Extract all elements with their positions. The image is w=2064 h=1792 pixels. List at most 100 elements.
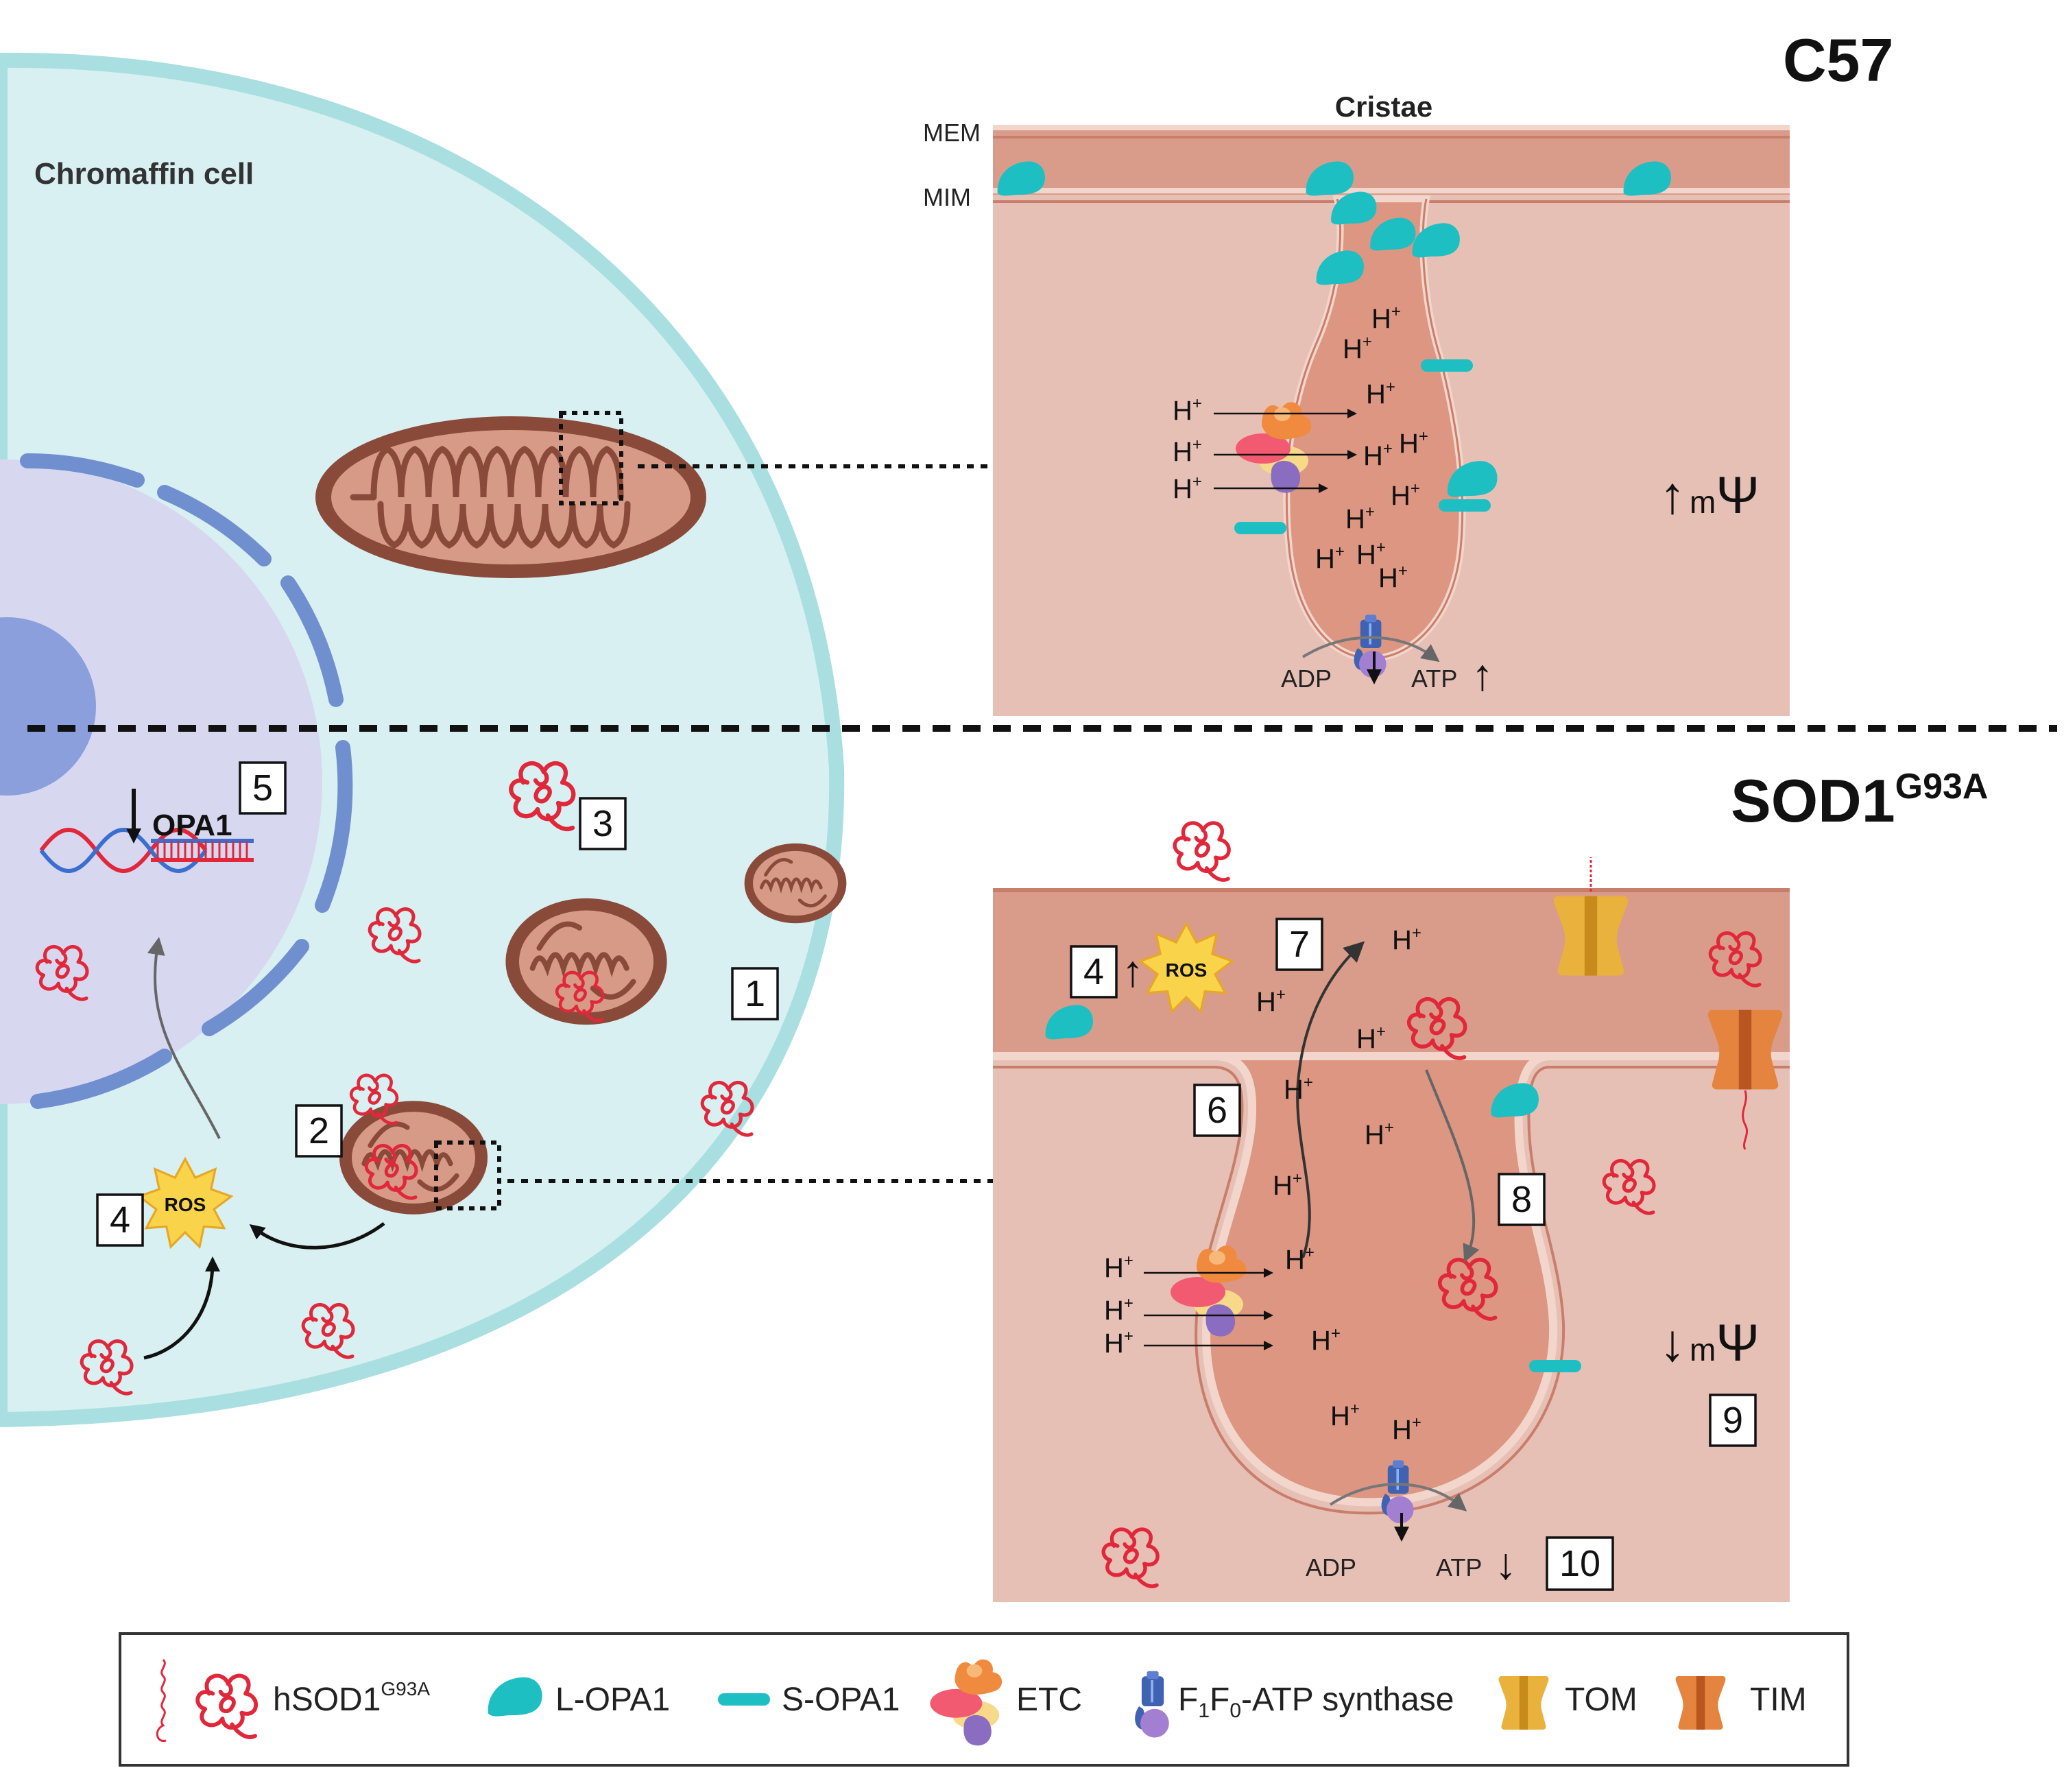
svg-text:H+: H+: [1371, 302, 1401, 334]
sod1-panel: [993, 857, 1790, 1602]
svg-text:hSOD1G93A: hSOD1G93A: [273, 1678, 430, 1718]
svg-text:H+: H+: [1391, 479, 1420, 511]
marker-3: 3: [579, 797, 627, 850]
c57-proton-arrows: [1214, 409, 1357, 493]
svg-text:H+: H+: [1356, 538, 1386, 570]
svg-text:2: 2: [309, 1110, 329, 1151]
svg-text:S-OPA1: S-OPA1: [782, 1682, 900, 1718]
nuclear-envelope: [20, 453, 353, 1109]
svg-text:H+: H+: [1392, 924, 1421, 955]
tom-icon: [1498, 1676, 1549, 1730]
marker-2: 2: [295, 1104, 343, 1158]
sod1-to-ros-arrow: [143, 1256, 220, 1360]
svg-text:H+: H+: [1173, 394, 1202, 426]
marker-1: 1: [731, 967, 779, 1020]
svg-text:H+: H+: [1399, 427, 1428, 459]
marker-6: 6: [1193, 1084, 1241, 1137]
svg-text:H+: H+: [1256, 985, 1286, 1017]
cell-label: Chromaffin cell: [34, 157, 254, 191]
svg-text:H+: H+: [1378, 562, 1408, 593]
ros-label-ims: ROS: [1166, 959, 1208, 981]
svg-text:H+: H+: [1345, 503, 1375, 534]
sod1-psi-label: ↓mΨ: [1659, 1314, 1760, 1372]
proton-leak-arrow: [1296, 941, 1365, 1258]
mitochondrion-small-1: [745, 844, 847, 924]
marker-9: 9: [1709, 1394, 1757, 1447]
svg-text:H+: H+: [1104, 1294, 1133, 1326]
svg-text:TIM: TIM: [1750, 1682, 1807, 1718]
svg-text:6: 6: [1207, 1090, 1227, 1131]
svg-text:H+: H+: [1330, 1400, 1360, 1431]
marker-5: 5: [239, 761, 287, 815]
nucleolus: [0, 617, 96, 796]
svg-text:H+: H+: [1173, 473, 1202, 504]
svg-text:H+: H+: [1104, 1327, 1133, 1359]
svg-text:H+: H+: [1285, 1243, 1315, 1275]
zoom-box-sod1: [434, 1140, 501, 1210]
sod1-atp-arrow: [1329, 1483, 1467, 1512]
marker-4-cell: 4: [96, 1193, 144, 1247]
legend: hSOD1G93A L-OPA1 S-OPA1 ETC F1F0-ATP syn…: [119, 1632, 1849, 1767]
svg-text:H+: H+: [1392, 1413, 1421, 1445]
svg-text:1: 1: [745, 973, 765, 1014]
mitochondrion-c57: [315, 416, 706, 578]
c57-adp-label: ADP: [1281, 665, 1332, 693]
sod1-title: SOD1G93A: [1731, 767, 1988, 835]
svg-text:9: 9: [1723, 1400, 1743, 1441]
svg-text:H+: H+: [1311, 1324, 1341, 1356]
svg-text:H+: H+: [1363, 440, 1393, 471]
svg-text:H+: H+: [1343, 333, 1372, 364]
svg-text:10: 10: [1559, 1543, 1600, 1584]
zoom-box-c57: [559, 411, 623, 505]
mim-label: MIM: [923, 183, 971, 211]
sod1-adp-label: ADP: [1306, 1553, 1356, 1581]
sod1-atp-label: ATP: [1436, 1553, 1482, 1581]
svg-text:H+: H+: [1356, 1023, 1386, 1054]
mitochondrion-small-2: [505, 898, 667, 1025]
marker-10: 10: [1546, 1536, 1614, 1591]
c57-panel: [993, 125, 1790, 716]
svg-text:H+: H+: [1315, 542, 1345, 574]
sod1-atp-down-arrow: ↓: [1495, 1539, 1517, 1588]
cell-membrane: [0, 52, 845, 1428]
svg-text:3: 3: [592, 803, 613, 844]
tim-icon: [1675, 1676, 1726, 1730]
svg-text:4: 4: [110, 1199, 130, 1241]
sod1-protons: H+ H+ H+ H+ H+ H+ H+ H+ H+ H+ H+ H+ H+: [1104, 924, 1421, 1445]
mito-to-ros-arrow: [249, 1222, 385, 1250]
svg-text:H+: H+: [1284, 1073, 1313, 1105]
cristae-label: Cristae: [1335, 91, 1432, 123]
svg-text:H+: H+: [1365, 1119, 1394, 1150]
marker-8: 8: [1498, 1173, 1546, 1226]
svg-text:8: 8: [1511, 1179, 1532, 1220]
ros-up-arrow: ↑: [1122, 946, 1144, 996]
c57-atp-up-arrow: ↑: [1472, 650, 1493, 700]
legend-sod1-chain-icon: [156, 1658, 167, 1742]
c57-atp-arrow: [1301, 636, 1440, 662]
marker-7: 7: [1275, 918, 1323, 971]
svg-text:4: 4: [1083, 951, 1104, 992]
ros-to-nucleus-arrow: [147, 937, 221, 1139]
svg-text:F1F0-ATP synthase: F1F0-ATP synthase: [1178, 1682, 1454, 1722]
c57-protons: H+ H+ H+ H+ H+ H+ H+ H+ H+ H+ H+ H+ H+: [1173, 302, 1428, 593]
svg-text:H+: H+: [1173, 435, 1202, 467]
s-opa1-icon: [718, 1693, 770, 1706]
svg-text:ETC: ETC: [1016, 1682, 1082, 1718]
marker-4-ims: 4: [1070, 945, 1118, 999]
sod1-proton-arrows: [1144, 1268, 1273, 1350]
svg-text:TOM: TOM: [1565, 1682, 1637, 1718]
c57-title: C57: [1783, 26, 1893, 94]
svg-text:H+: H+: [1273, 1169, 1302, 1201]
opa1-label: OPA1: [152, 809, 232, 842]
dna-helix-icon: [39, 828, 254, 873]
c57-atp-label: ATP: [1411, 665, 1457, 693]
sod1-entry-arrow: [1425, 1069, 1480, 1263]
ros-label-cell: ROS: [165, 1194, 206, 1215]
mem-label: MEM: [923, 119, 981, 147]
svg-text:5: 5: [252, 767, 273, 809]
svg-text:H+: H+: [1104, 1252, 1133, 1283]
svg-text:L-OPA1: L-OPA1: [555, 1682, 670, 1718]
c57-psi-label: ↑mΨ: [1659, 466, 1760, 525]
